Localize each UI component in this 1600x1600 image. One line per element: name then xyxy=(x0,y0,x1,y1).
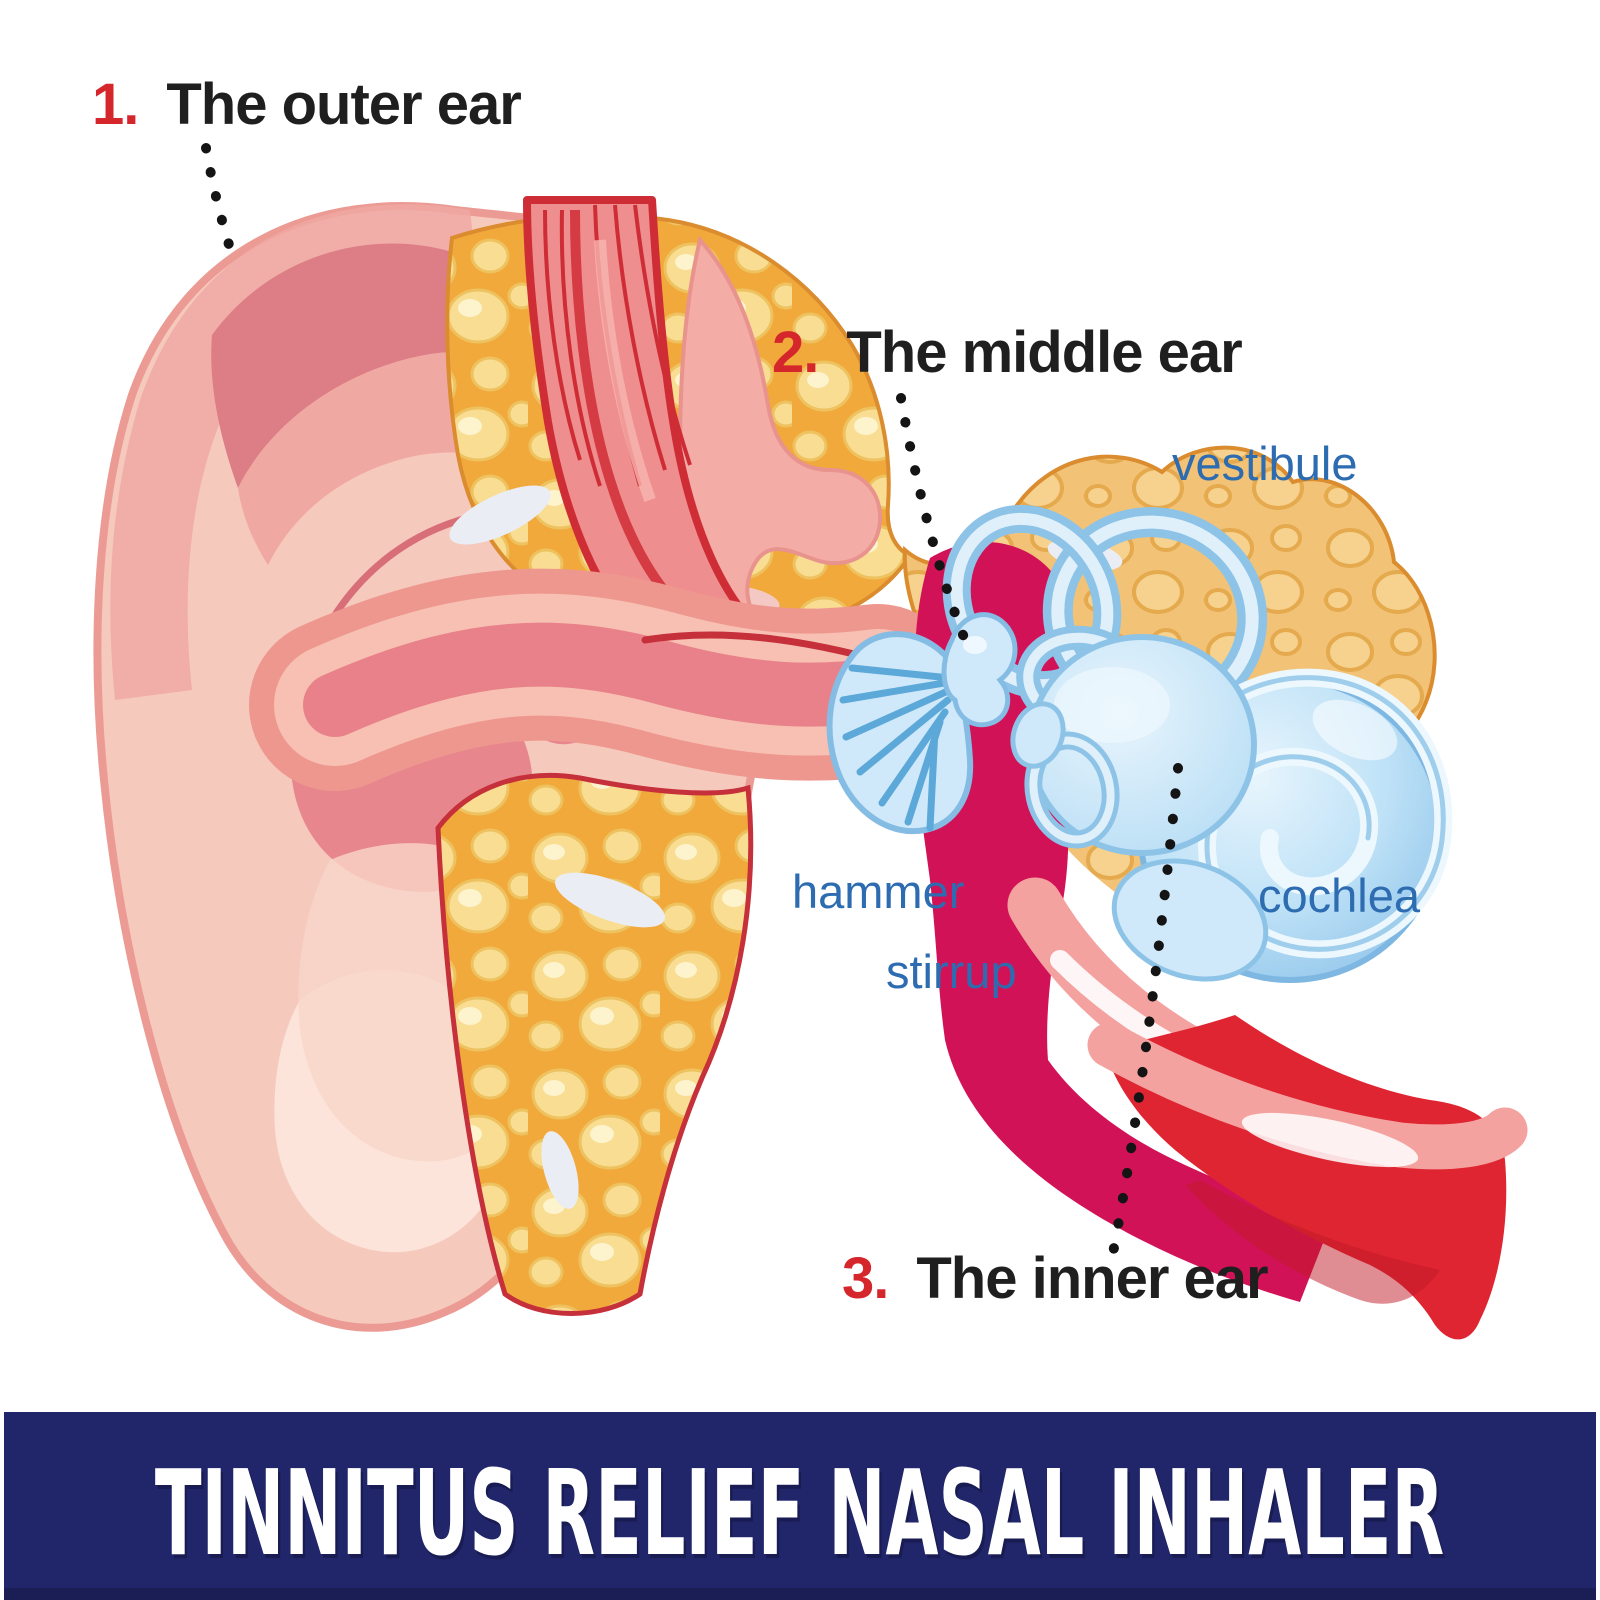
banner-title: TINNITUS RELIEF NASAL INHALER xyxy=(155,1444,1445,1582)
stirrup-ossicle-shape xyxy=(1010,701,1120,849)
inner-ear-text: The inner ear xyxy=(916,1246,1268,1311)
outer-ear-number: 1. xyxy=(92,72,139,137)
hammer-ossicle-shape xyxy=(941,612,1018,728)
vestibule-shape xyxy=(1027,634,1257,856)
outer-ear-text: The outer ear xyxy=(166,72,521,137)
label-cochlea: cochlea xyxy=(1258,869,1420,922)
label-hammer: hammer xyxy=(792,865,965,918)
label-middle-ear: 2. The middle ear xyxy=(772,320,1243,385)
ear-canal-shape xyxy=(249,568,964,791)
label-vestibule: vestibule xyxy=(1172,437,1358,490)
eardrum-shape xyxy=(826,631,974,835)
label-outer-ear: 1. The outer ear xyxy=(92,72,522,137)
middle-ear-text: The middle ear xyxy=(846,320,1242,385)
middle-ear-number: 2. xyxy=(772,320,819,385)
leader-line-middle-ear xyxy=(896,393,970,645)
eustachian-tube-shape xyxy=(1087,1015,1528,1340)
label-stirrup: stirrup xyxy=(886,945,1017,998)
leader-line-outer-ear xyxy=(201,143,235,253)
ear-muscle-shape xyxy=(523,196,752,648)
inner-ear-number: 3. xyxy=(842,1246,889,1311)
product-banner: TINNITUS RELIEF NASAL INHALER xyxy=(4,1412,1596,1600)
label-inner-ear: 3. The inner ear xyxy=(842,1246,1269,1311)
